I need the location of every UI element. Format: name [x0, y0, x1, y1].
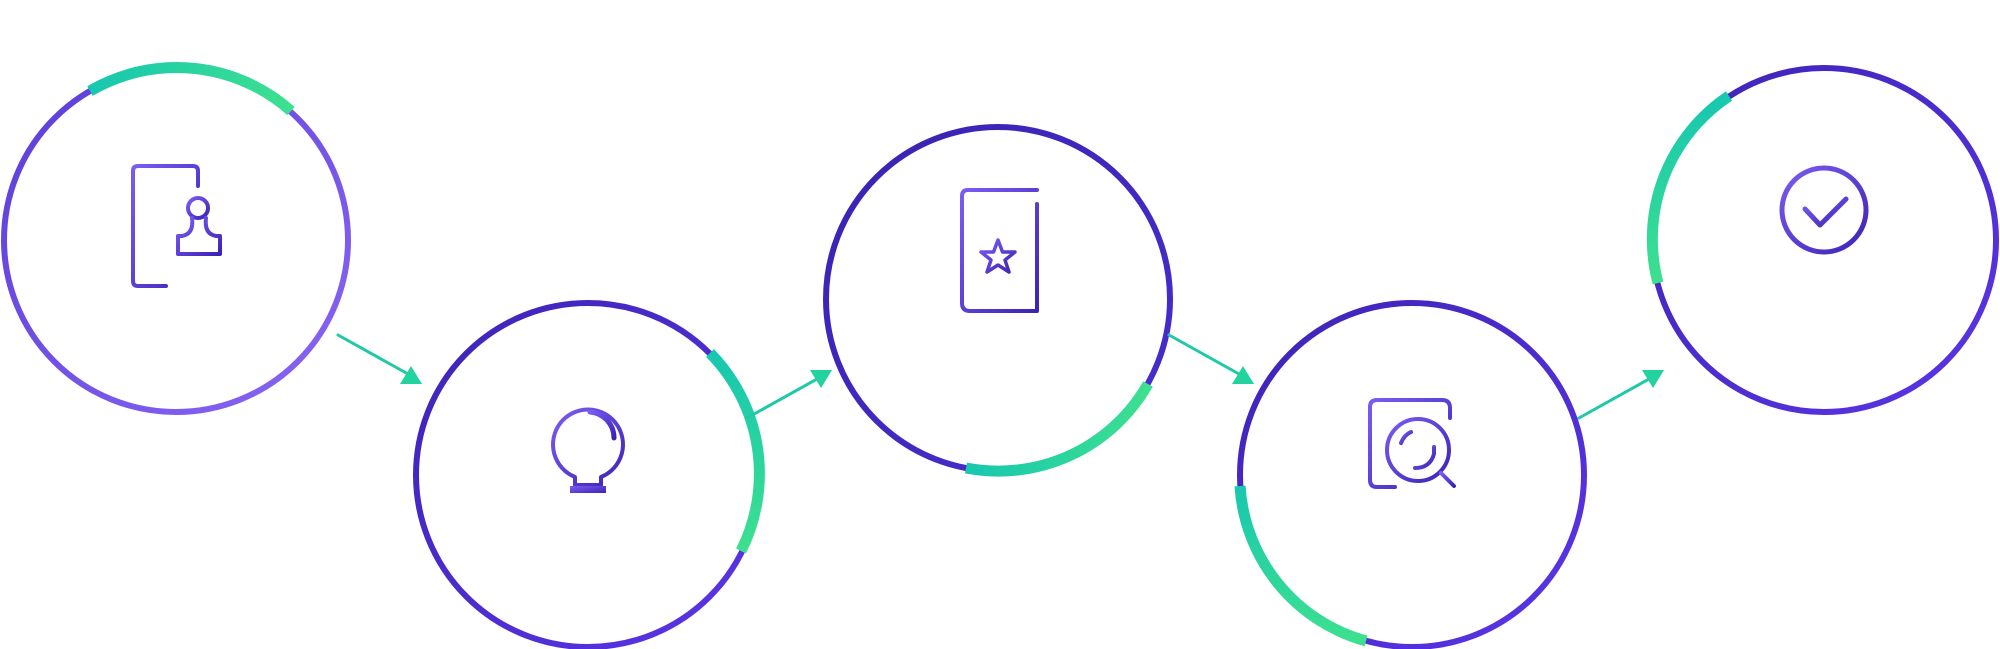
step-4 [1234, 300, 1587, 649]
step-2 [413, 300, 765, 649]
arrow-up-right-icon [810, 370, 832, 388]
step-3-accent-arc [964, 381, 1153, 477]
step-4-accent-arc [1234, 485, 1368, 647]
step-2-accent-arc [706, 349, 765, 554]
connector-3-4 [1167, 333, 1254, 384]
arrow-down-right-icon [400, 366, 422, 384]
connector-4-5 [1577, 370, 1664, 420]
connector-3-4-line [1167, 333, 1241, 376]
connector-2-3 [745, 370, 832, 420]
connector-2-3-line [745, 377, 819, 420]
connector-1-2-line [336, 333, 410, 376]
step-5-accent-arc [1646, 91, 1733, 285]
step-1 [1, 62, 351, 415]
connector-4-5-line [1577, 377, 1651, 420]
arrow-down-right-icon [1232, 366, 1254, 384]
step-1-accent-arc [87, 62, 295, 116]
step-5 [1646, 65, 1999, 415]
checkmark-circle-icon [1779, 165, 1869, 255]
step-4-ring [1237, 300, 1587, 649]
step-3 [823, 124, 1173, 477]
document-stamp-icon [131, 164, 222, 288]
star-certificate-icon [960, 187, 1039, 313]
lightbulb-icon [551, 407, 625, 493]
document-search-icon [1368, 398, 1456, 489]
arrow-up-right-icon [1642, 370, 1664, 388]
connector-1-2 [336, 333, 422, 384]
